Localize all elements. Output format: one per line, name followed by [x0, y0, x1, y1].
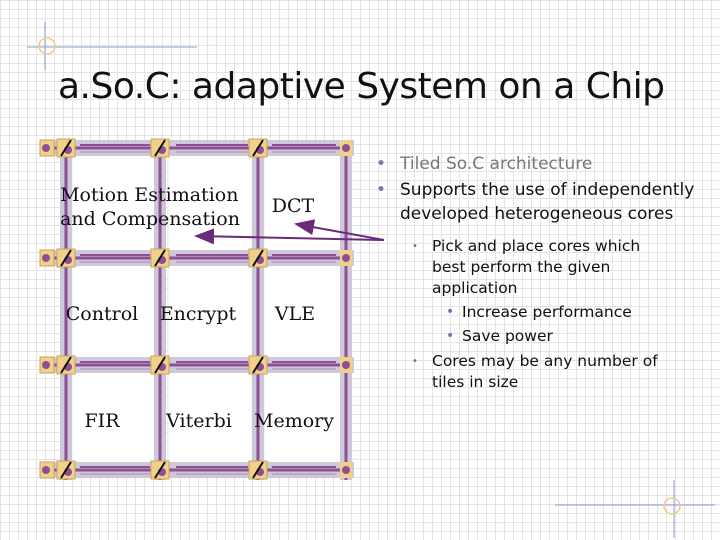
- node-port-line: [154, 249, 166, 267]
- tile-cell: [263, 263, 343, 361]
- corner-decoration-bottom-right: [555, 480, 715, 538]
- tile-label-control: Control: [65, 303, 139, 325]
- arrow-to-dct: [294, 219, 385, 241]
- bullet-dot-icon: •: [412, 241, 418, 252]
- bullet-item: • Supports the use of independently deve…: [376, 180, 695, 224]
- node-port-line: [252, 139, 264, 157]
- bullet-item: • Save power: [370, 324, 715, 348]
- bullet-item: • Tiled So.C architecture: [376, 154, 593, 174]
- node-port-line: [60, 139, 72, 157]
- node-port-line: [154, 461, 166, 479]
- node-port-line: [60, 356, 72, 374]
- bullet-dot-icon: •: [446, 328, 455, 344]
- tile-label-fir: FIR: [84, 410, 120, 432]
- tile-cell: [167, 371, 253, 467]
- bullet-item: • Cores may be any number of tiles in si…: [412, 352, 658, 391]
- bullet-dot-icon: •: [376, 154, 387, 174]
- bus-end-dot: [42, 361, 50, 369]
- tile-label-vle: VLE: [274, 303, 316, 325]
- tile-label-dct: DCT: [271, 195, 315, 217]
- node-port-line: [60, 461, 72, 479]
- node-port-line: [60, 249, 72, 267]
- bullet-dot-icon: •: [446, 304, 455, 320]
- bullet-item: • Pick and place cores which best perfor…: [412, 237, 641, 297]
- tile-label-motion-line-2: and Compensation: [60, 208, 240, 230]
- bus-end-dot: [42, 466, 50, 474]
- tile-label-memory: Memory: [254, 410, 334, 432]
- bus-end-dot: [342, 254, 350, 262]
- node-port-line: [252, 356, 264, 374]
- corner-decoration-top-left: [27, 22, 197, 70]
- bus-end-dot: [342, 361, 350, 369]
- tile-label-viterbi: Viterbi: [166, 410, 232, 432]
- bus-end-dot: [342, 466, 350, 474]
- bullet-item: • Increase performance: [370, 300, 715, 324]
- bullet-dot-icon: •: [376, 180, 387, 200]
- tile-cell: [263, 371, 343, 467]
- node-port-line: [154, 356, 166, 374]
- bus-end-dot: [42, 144, 50, 152]
- bullet-list: • Tiled So.C architecture • Supports the…: [370, 152, 715, 393]
- slide-title: a.So.C: adaptive System on a Chip: [58, 66, 665, 107]
- node-port-line: [154, 139, 166, 157]
- tile-label-encrypt: Encrypt: [159, 303, 237, 325]
- bus-end-dot: [342, 144, 350, 152]
- node-port-line: [252, 461, 264, 479]
- bus-end-dot: [42, 254, 50, 262]
- tile-cell: [71, 263, 157, 361]
- tile-label-motion-estimation: Motion Estimation and Compensation: [60, 183, 240, 231]
- tile-label-motion-line-1: Motion Estimation: [60, 184, 239, 206]
- node-port-line: [252, 249, 264, 267]
- arrow-to-motion-estimation: [194, 228, 385, 245]
- bullet-dot-icon: •: [412, 356, 418, 367]
